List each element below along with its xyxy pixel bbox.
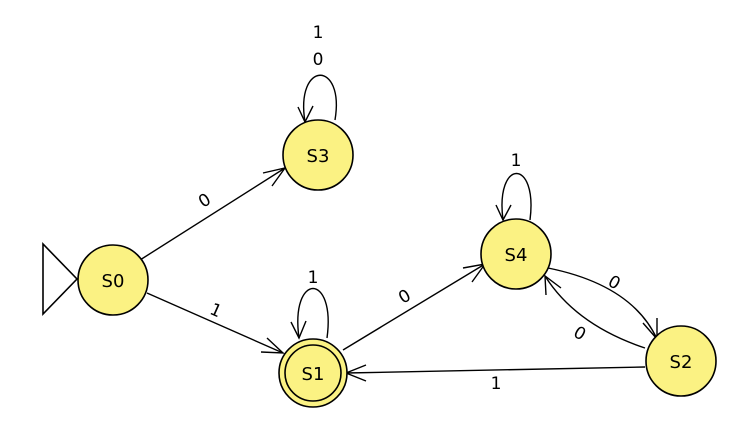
edge-s0-s3: 0 xyxy=(139,166,287,261)
state-label-s1: S1 xyxy=(302,364,325,385)
edge-label-s1-s4: 0 xyxy=(395,286,415,309)
state-label-s2: S2 xyxy=(670,352,693,373)
initial-state-marker xyxy=(42,242,79,316)
state-s3: S3 xyxy=(282,119,354,191)
state-label-s0: S0 xyxy=(102,271,125,292)
state-s4: S4 xyxy=(480,218,552,290)
edge-s2-s1: 1 xyxy=(344,364,646,394)
edge-label-s4-s2: 0 xyxy=(604,272,623,295)
edge-s4-s2: 0 xyxy=(547,267,658,341)
edge-label-s2-s1: 1 xyxy=(491,374,502,394)
state-s2: S2 xyxy=(645,325,717,397)
state-label-s3: S3 xyxy=(307,146,330,167)
edge-s1-s4: 0 xyxy=(342,263,487,351)
edge-label-s3-loop-line1: 1 xyxy=(313,23,324,43)
edge-label-s1-loop: 1 xyxy=(308,268,319,288)
state-s0: S0 xyxy=(77,244,149,316)
edge-label-s0-s3: 0 xyxy=(195,190,215,213)
edge-label-s3-loop-line2: 0 xyxy=(313,50,324,70)
edge-s0-s1: 1 xyxy=(146,292,285,354)
edge-s3-loop: 1 0 xyxy=(297,23,337,124)
state-s1: S1 xyxy=(278,338,348,408)
edge-s2-s4: 0 xyxy=(544,274,646,349)
edge-s4-loop: 1 xyxy=(495,151,532,222)
edge-s1-loop: 1 xyxy=(290,268,329,340)
edge-label-s2-s4: 0 xyxy=(570,322,589,345)
state-label-s4: S4 xyxy=(505,245,528,266)
edge-label-s0-s1: 1 xyxy=(207,300,225,323)
accepting-ring xyxy=(284,344,342,402)
edge-label-s4-loop: 1 xyxy=(511,151,522,171)
